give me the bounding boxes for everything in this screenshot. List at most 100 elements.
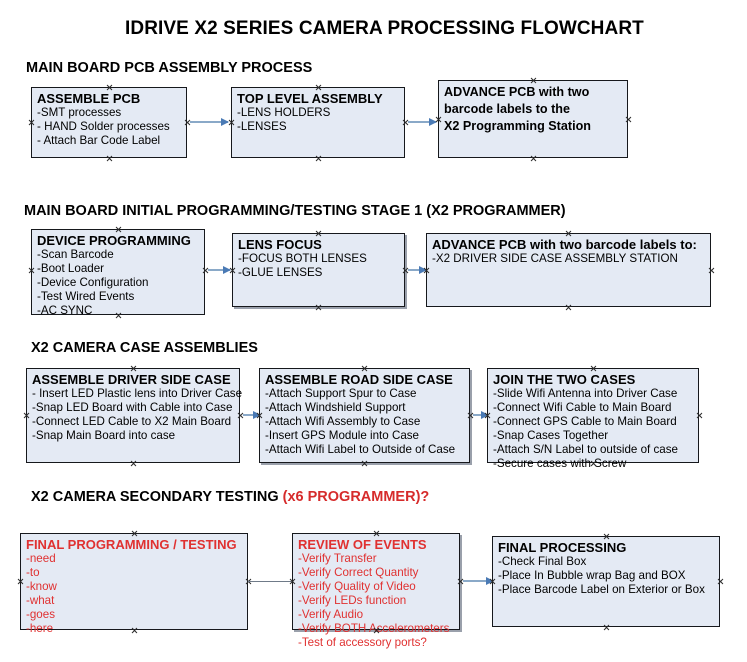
connection-handle-bottom[interactable]: [603, 624, 610, 631]
connection-handle-top[interactable]: [131, 530, 138, 537]
node-item: -AC SYNC: [37, 304, 93, 317]
connection-handle-top[interactable]: [603, 533, 610, 540]
node-assemble-pcb[interactable]: ASSEMBLE PCB -SMT processes - HAND Solde…: [31, 87, 187, 158]
node-assemble-road-side-case[interactable]: ASSEMBLE ROAD SIDE CASE -Attach Support …: [259, 368, 470, 463]
connection-handle-bottom[interactable]: [361, 460, 368, 467]
node-header: ASSEMBLE ROAD SIDE CASE: [265, 372, 453, 387]
node-review-of-events[interactable]: REVIEW OF EVENTS -Verify Transfer -Verif…: [292, 533, 460, 649]
section-heading-2-text: MAIN BOARD INITIAL PROGRAMMING/TESTING S…: [24, 203, 566, 219]
node-item: -Verify LEDs function: [298, 594, 407, 607]
node-item: -Attach Support Spur to Case: [265, 387, 417, 400]
node-item: -Snap Cases Together: [493, 429, 609, 442]
node-item: -LENSES: [237, 120, 287, 133]
node-item: -Snap Main Board into case: [32, 429, 176, 442]
node-item: -Attach Wifi Label to Outside of Case: [265, 443, 456, 456]
connection-handle-left[interactable]: [423, 267, 430, 274]
connection-handle-left[interactable]: [28, 267, 35, 274]
node-header: DEVICE PROGRAMMING: [37, 233, 191, 248]
node-item: -need: [26, 552, 56, 565]
node-item: -FOCUS BOTH LENSES: [238, 252, 367, 265]
node-item: -Attach Windshield Support: [265, 401, 406, 414]
node-item: barcode labels to the: [444, 102, 570, 116]
connection-handle-left[interactable]: [23, 412, 30, 419]
connection-handle-bottom[interactable]: [131, 627, 138, 634]
connection-handle-top[interactable]: [530, 77, 537, 84]
connection-handle-left[interactable]: [256, 412, 263, 419]
connector-arrow: [190, 117, 229, 126]
connector-line: [248, 581, 295, 582]
section-heading-3: X2 CAMERA CASE ASSEMBLIES: [31, 340, 258, 356]
node-item: - HAND Solder processes: [37, 120, 170, 133]
node-item: -Place In Bubble wrap Bag and BOX: [498, 569, 686, 582]
connection-handle-top[interactable]: [565, 230, 572, 237]
node-item: ADVANCE PCB with two: [444, 85, 590, 99]
node-item: -Scan Barcode: [37, 248, 114, 261]
node-item-overflow: -Test of accessory ports?: [298, 636, 427, 649]
node-final-processing[interactable]: FINAL PROCESSING -Check Final Box -Place…: [492, 536, 720, 627]
connection-handle-left[interactable]: [17, 578, 24, 585]
connection-handle-left[interactable]: [484, 412, 491, 419]
node-final-programming-testing[interactable]: FINAL PROGRAMMING / TESTING -need -to -k…: [20, 533, 248, 635]
node-item: -Verify Audio: [298, 608, 364, 621]
connection-handle-top[interactable]: [106, 84, 113, 91]
connection-handle-bottom[interactable]: [590, 460, 597, 467]
connection-handle-bottom[interactable]: [106, 155, 113, 162]
node-item: -Slide Wifi Antenna into Driver Case: [493, 387, 678, 400]
connection-handle-top[interactable]: [115, 226, 122, 233]
node-item: -SMT processes: [37, 106, 122, 119]
connection-handle-left[interactable]: [28, 119, 35, 126]
node-header: ASSEMBLE PCB: [37, 91, 141, 106]
connection-handle-bottom[interactable]: [130, 460, 137, 467]
connection-handle-top[interactable]: [315, 84, 322, 91]
node-advance-pcb-programming-station[interactable]: ADVANCE PCB with two barcode labels to t…: [438, 80, 628, 158]
node-item: -know: [26, 580, 57, 593]
node-header: REVIEW OF EVENTS: [298, 537, 427, 552]
connector-arrow: [408, 117, 437, 126]
connection-handle-right[interactable]: [708, 267, 715, 274]
node-header: FINAL PROGRAMMING / TESTING: [26, 537, 237, 552]
node-item: -goes: [26, 608, 56, 621]
connection-handle-bottom[interactable]: [115, 312, 122, 319]
connector-arrow: [208, 265, 231, 274]
node-header: ASSEMBLE DRIVER SIDE CASE: [32, 372, 231, 387]
connection-handle-bottom[interactable]: [315, 155, 322, 162]
connection-handle-left[interactable]: [289, 578, 296, 585]
node-item: -Connect GPS Cable to Main Board: [493, 415, 677, 428]
node-device-programming[interactable]: DEVICE PROGRAMMING -Scan Barcode -Boot L…: [31, 229, 205, 317]
node-assemble-driver-side-case[interactable]: ASSEMBLE DRIVER SIDE CASE - Insert LED P…: [26, 368, 243, 463]
node-item: - Attach Bar Code Label: [37, 134, 161, 147]
node-item: -Test Wired Events: [37, 290, 135, 303]
section-heading-1-text: MAIN BOARD PCB ASSEMBLY PROCESS: [26, 60, 313, 76]
connection-handle-top[interactable]: [315, 230, 322, 237]
connection-handle-left[interactable]: [489, 578, 496, 585]
node-lens-focus[interactable]: LENS FOCUS -FOCUS BOTH LENSES -GLUE LENS…: [232, 233, 405, 307]
connection-handle-left[interactable]: [435, 116, 442, 123]
connection-handle-left[interactable]: [229, 267, 236, 274]
node-join-the-two-cases[interactable]: JOIN THE TWO CASES -Slide Wifi Antenna i…: [487, 368, 699, 470]
node-item: -Device Configuration: [37, 276, 149, 289]
node-item: -GLUE LENSES: [238, 266, 323, 279]
node-item: -Place Barcode Label on Exterior or Box: [498, 583, 705, 596]
connection-handle-bottom[interactable]: [565, 304, 572, 311]
node-item: - Insert LED Plastic lens into Driver Ca…: [32, 387, 243, 400]
node-item: -LENS HOLDERS: [237, 106, 331, 119]
connection-handle-left[interactable]: [228, 119, 235, 126]
node-header: JOIN THE TWO CASES: [493, 372, 636, 387]
node-advance-pcb-driver-side[interactable]: ADVANCE PCB with two barcode labels to: …: [426, 233, 711, 307]
node-header: LENS FOCUS: [238, 237, 322, 252]
node-item: -to: [26, 566, 40, 579]
connection-handle-bottom[interactable]: [530, 155, 537, 162]
node-top-level-assembly[interactable]: TOP LEVEL ASSEMBLY -LENS HOLDERS -LENSES: [231, 87, 405, 158]
connection-handle-bottom[interactable]: [315, 304, 322, 311]
connection-handle-right[interactable]: [696, 412, 703, 419]
connection-handle-right[interactable]: [717, 578, 724, 585]
connection-handle-top[interactable]: [590, 365, 597, 372]
connection-handle-top[interactable]: [361, 365, 368, 372]
node-header: TOP LEVEL ASSEMBLY: [237, 91, 383, 106]
connection-handle-top[interactable]: [130, 365, 137, 372]
section-heading-1: MAIN BOARD PCB ASSEMBLY PROCESS: [26, 60, 312, 76]
connection-handle-top[interactable]: [373, 530, 380, 537]
node-item: -Boot Loader: [37, 262, 105, 275]
connection-handle-bottom[interactable]: [373, 627, 380, 634]
connection-handle-right[interactable]: [625, 116, 632, 123]
